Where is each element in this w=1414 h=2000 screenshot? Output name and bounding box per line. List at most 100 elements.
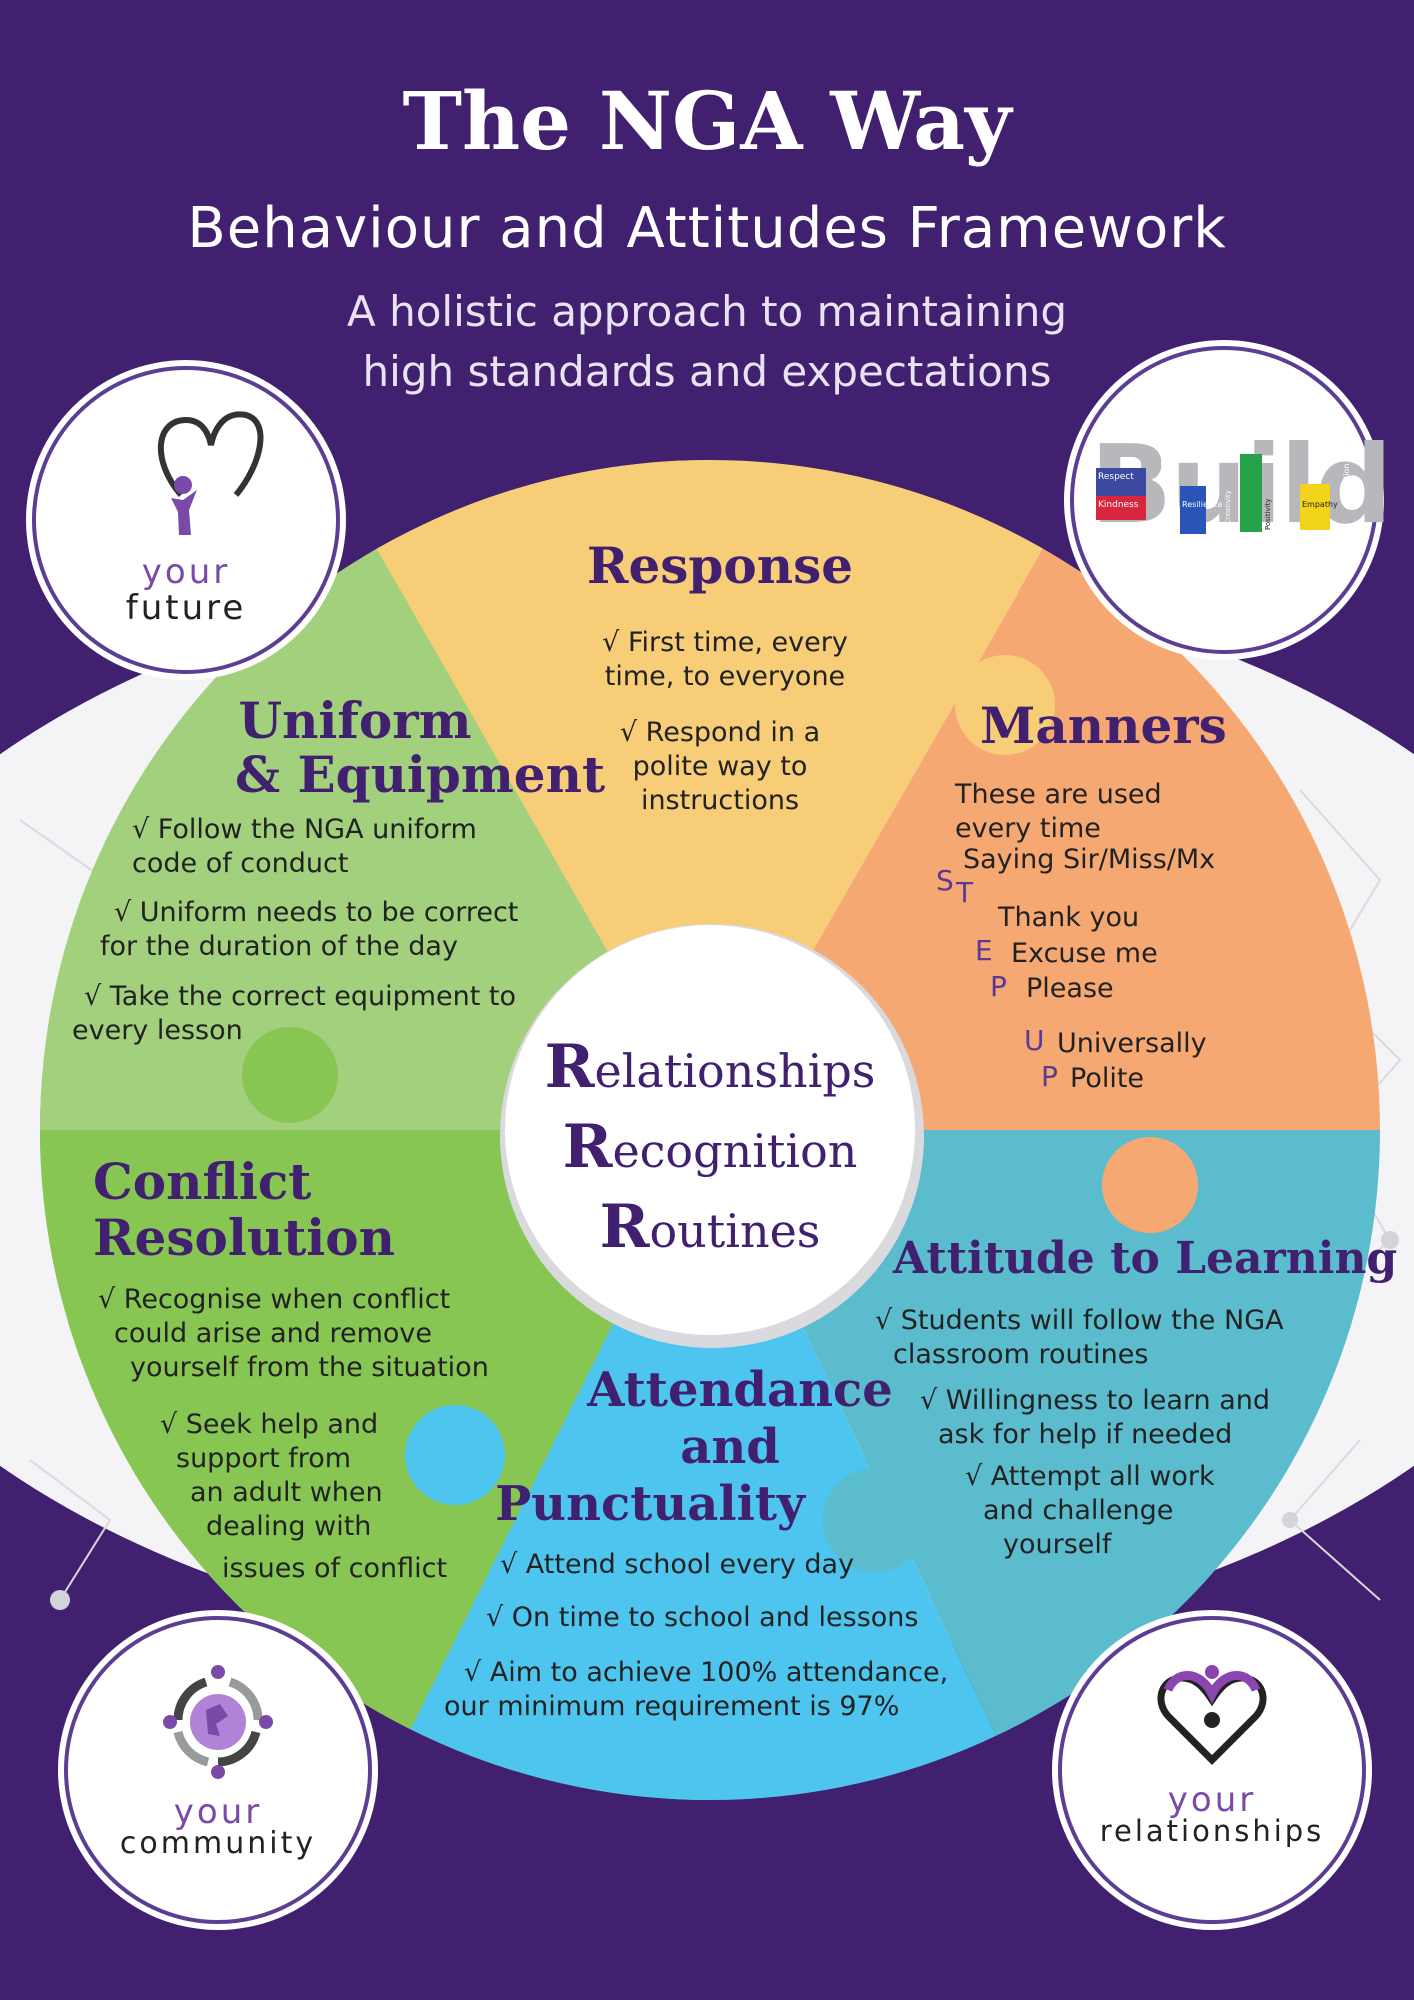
response-point-1-line-1: √ First time, every [602,627,848,658]
attitude-point-2-line-1: √ Willingness to learn and [920,1385,1271,1416]
center-cap-3: R [599,1192,650,1262]
build-value-aspiration: Aspiration [1342,463,1351,504]
response-heading: Response [586,536,854,595]
attendance-heading-line-1: Attendance [587,1362,893,1418]
your-future-badge: your future [32,366,340,674]
attendance-heading: Attendance and Punctuality [490,1362,910,1533]
build-value-creativity: Creativity [1224,490,1232,524]
manners-heading: Manners [980,696,1227,755]
response-point-1: √ First time, every time, to everyone [560,626,890,694]
manners-letter-s: S [936,864,954,897]
attitude-point-1: √ Students will follow the NGA classroom… [875,1304,1284,1372]
your-relationships-word-2: relationships [1099,1814,1325,1848]
build-stripe-green [1240,454,1262,532]
response-point-2-line-2: polite way to [632,751,808,782]
attitude-point-3-line-3: yourself [1003,1529,1112,1560]
build-stripe-red [1096,496,1146,520]
manners-letter-p: P [990,970,1007,1003]
tagline-line-1: A holistic approach to maintaining [347,287,1067,336]
attitude-knob [823,1468,927,1572]
manners-letter-t: T [956,876,974,909]
manners-item-please: Please [1026,973,1114,1004]
attitude-point-1-line-2: classroom routines [893,1339,1149,1370]
uniform-point-1-line-1: √ Follow the NGA uniform [132,814,477,845]
manners-lower-knob [1102,1137,1198,1233]
attitude-point-3: √ Attempt all work and challenge yoursel… [965,1460,1215,1562]
manners-intro-line-2: every time [955,813,1101,844]
attitude-heading: Attitude to Learning [893,1233,1398,1284]
conflict-point-2-line-2: support from [176,1443,352,1474]
center-line-routines: Routines [505,1192,915,1262]
page-title: The NGA Way [402,74,1012,168]
your-relationships-badge: your relationships [1058,1616,1366,1924]
heart-person-icon [157,411,264,535]
center-cap-2: R [562,1112,613,1182]
build-logo: Build Respect Kindness Tolerance Resilie… [1090,428,1393,544]
your-future-word-1: your [141,552,231,592]
attendance-knob [405,1405,505,1505]
attendance-point-3-line-1: √ Aim to achieve 100% attendance, [464,1657,949,1688]
uniform-point-3-line-1: √ Take the correct equipment to [84,981,517,1012]
uniform-heading: Uniform & Equipment [170,694,670,802]
build-badge: Build Respect Kindness Tolerance Resilie… [1070,346,1393,654]
tagline-line-2: high standards and expectations [362,347,1052,396]
attitude-point-2-line-2: ask for help if needed [938,1419,1233,1450]
conflict-heading-line-2: Resolution [93,1208,396,1267]
attendance-point-3: √ Aim to achieve 100% attendance, our mi… [444,1656,948,1724]
conflict-point-2-line-1: √ Seek help and [160,1409,379,1440]
attendance-heading-line-2: and [680,1419,780,1475]
manners-knob [955,655,1055,755]
center-line-recognition: Recognition [505,1112,915,1182]
uniform-point-2-line-2: for the duration of the day [100,931,458,962]
response-point-1-line-2: time, to everyone [604,661,846,692]
attendance-heading-line-3: Punctuality [495,1476,805,1532]
conflict-point-1-line-3: yourself from the situation [130,1352,489,1383]
conflict-point-2-line-4: dealing with [206,1511,372,1542]
build-value-tolerance: Tolerance [1160,427,1169,466]
manners-intro-line-1: These are used [955,779,1162,810]
attitude-point-3-line-2: and challenge [983,1495,1174,1526]
attitude-point-1-line-1: √ Students will follow the NGA [875,1305,1284,1336]
center-line-relationships: Relationships [505,1032,915,1102]
build-stripe-yellow [1300,484,1330,530]
your-relationships-word-1: your [1167,1780,1257,1820]
manners-letter-u: U [1024,1024,1045,1057]
manners-item-excuse: Excuse me [1011,938,1158,969]
conflict-point-1-line-1: √ Recognise when conflict [98,1284,451,1315]
attendance-piece [350,1130,1050,1800]
build-value-kindness: Kindness [1098,500,1139,510]
response-point-2-line-3: instructions [640,785,800,816]
center-circle [505,925,915,1335]
uniform-heading-line-1: Uniform [238,691,472,750]
response-point-2-line-1: √ Respond in a [619,717,821,748]
uniform-point-1: √ Follow the NGA uniform code of conduct [132,813,477,881]
manners-item-universally: Universally [1057,1028,1207,1059]
manners-letter-e: E [975,934,993,967]
conflict-point-2-line-5: issues of conflict [222,1553,448,1584]
build-value-positivity: Positivity [1264,498,1272,530]
conflict-heading-line-1: Conflict [93,1152,312,1211]
attendance-point-3-line-2: our minimum requirement is 97% [444,1691,900,1722]
globe-people-icon [163,1665,273,1779]
uniform-heading-line-2: & Equipment [234,745,606,804]
uniform-point-3: √ Take the correct equipment to every le… [72,980,516,1048]
attitude-point-2: √ Willingness to learn and ask for help … [920,1384,1270,1452]
uniform-point-1-line-2: code of conduct [132,848,349,879]
your-future-word-2: future [125,588,247,628]
your-community-word-2: community [119,1826,317,1861]
your-community-badge: your community [64,1616,372,1924]
build-stripe-blue-2 [1180,486,1206,534]
center-cap-1: R [544,1032,595,1102]
center-rest-1: elationships [594,1044,876,1098]
manners-item-thankyou: Thank you [998,902,1140,933]
uniform-point-2-line-1: √ Uniform needs to be correct [114,897,519,928]
heart-people-icon [1157,1665,1267,1765]
attendance-point-1: √ Attend school every day [500,1549,855,1580]
build-stripe-blue [1096,468,1146,496]
conflict-heading: Conflict Resolution [93,1154,395,1266]
conflict-point-2-line-3: an adult when [190,1477,383,1508]
manners-item-polite: Polite [1070,1063,1145,1094]
your-community-word-1: your [173,1792,263,1832]
response-point-2: √ Respond in a polite way to instruction… [580,716,860,818]
